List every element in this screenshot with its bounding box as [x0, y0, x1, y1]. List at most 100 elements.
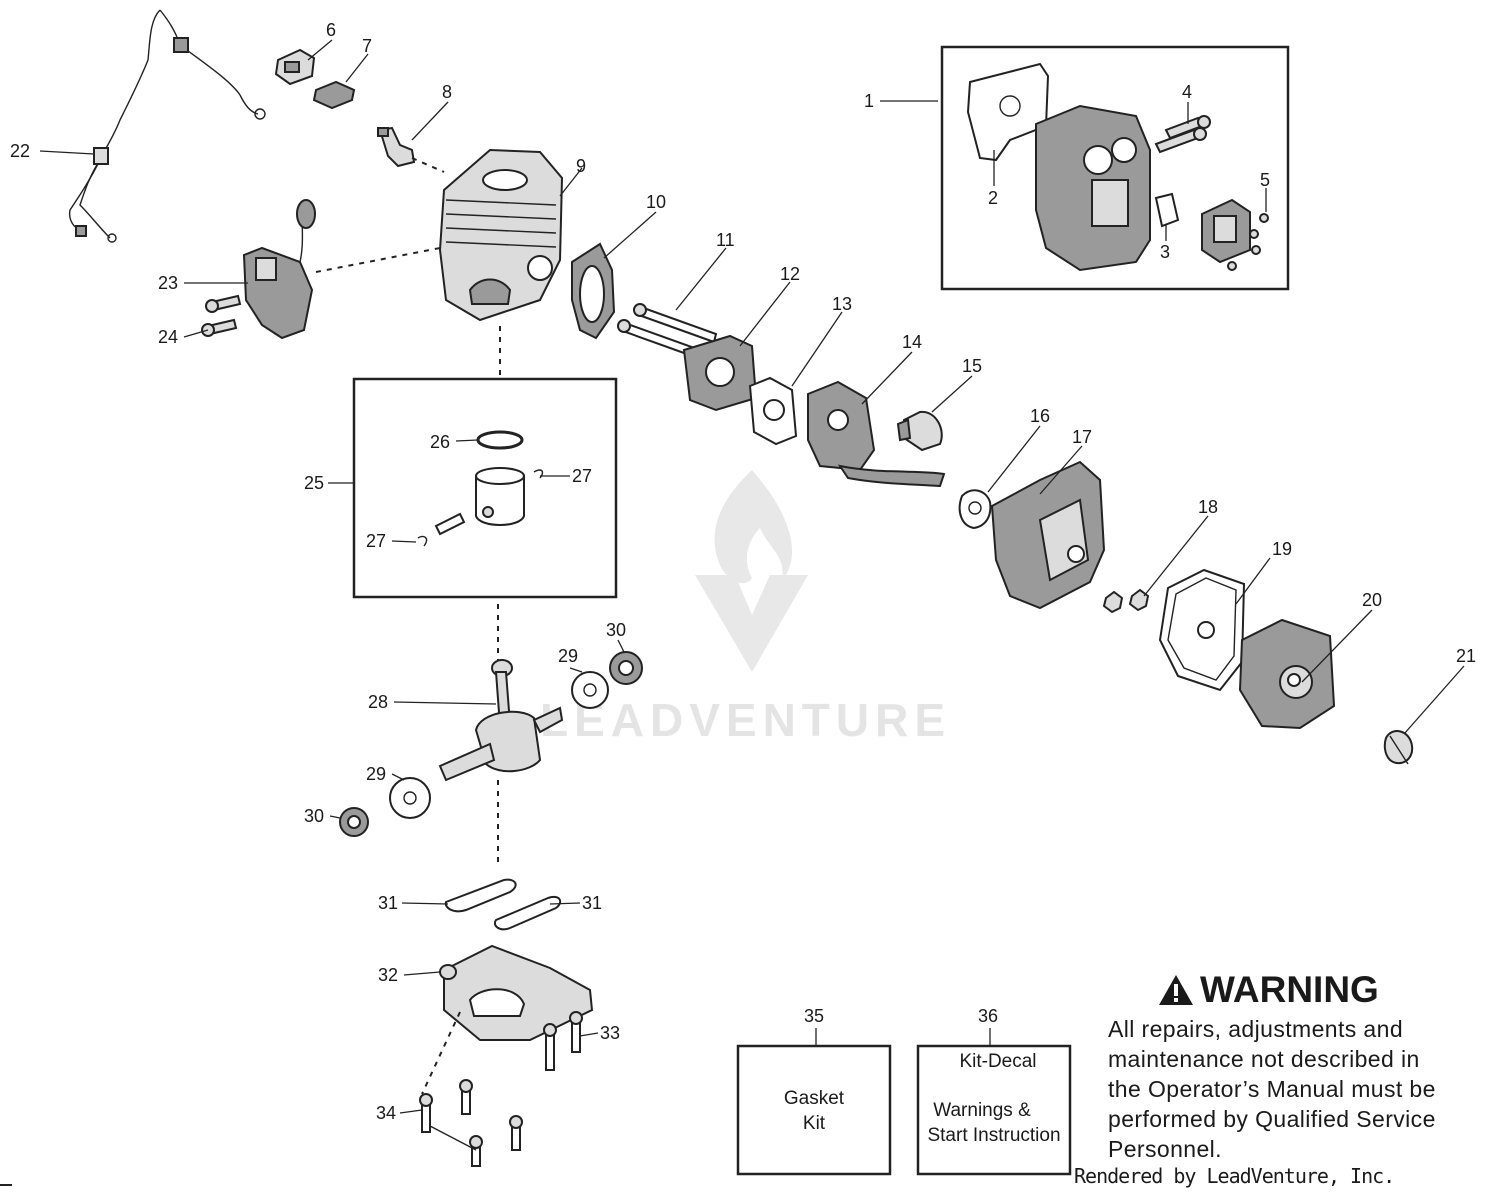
part-6-cap: [274, 48, 316, 86]
part-20-filter-cover: [1238, 618, 1336, 730]
callout-31b: 31: [582, 893, 602, 913]
part-8-spark-plug: [377, 126, 416, 168]
part-32-crankcase: [439, 944, 594, 1041]
part-27-clip-b: [417, 535, 428, 547]
part-23-ignition-coil: [242, 199, 316, 340]
callout-35: 35: [804, 1006, 824, 1026]
callout-18: 18: [1198, 497, 1218, 517]
part-15-primer-bulb: [896, 410, 943, 452]
piston: [475, 467, 525, 526]
decal-kit-line-1: Kit-Decal: [959, 1051, 1036, 1072]
wiring-harness: [68, 9, 266, 243]
callout-8: 8: [442, 82, 452, 102]
callout-22: 22: [10, 141, 30, 161]
callout-26: 26: [430, 432, 450, 452]
part-27-clip-a: [533, 469, 544, 479]
part-11-bolts: [617, 303, 718, 360]
part-14-carburetor: [807, 380, 946, 488]
decal-kit-line-2: Warnings &: [933, 1100, 1031, 1121]
watermark-text: LEADVENTURE: [540, 694, 951, 746]
part-4-bolts: [1154, 115, 1211, 154]
part-28-crankshaft: [438, 659, 564, 782]
callout-27b: 27: [366, 531, 386, 551]
callout-29a: 29: [558, 646, 578, 666]
piston-kit-box: [352, 377, 618, 599]
part-26-piston-ring: [476, 430, 524, 450]
part-9-cylinder: [438, 148, 564, 322]
part-29-bearing-lower: [389, 777, 431, 819]
warning-triangle-icon: [1159, 975, 1193, 1005]
part-30-seal-lower: [339, 807, 369, 837]
part-2-muffler-gasket: [966, 62, 1050, 162]
callout-30a: 30: [606, 620, 626, 640]
leader-lines: [39, 39, 1465, 1114]
edge-mark: [0, 1184, 12, 1186]
callout-27a: 27: [572, 466, 592, 486]
part-31-gasket-left: [444, 878, 517, 913]
part-29-bearing-upper: [571, 671, 609, 709]
callout-23: 23: [158, 273, 178, 293]
callout-labels: 1 2 3 4 5 6 7 8 9 10 11 12 13 14 15 16 1…: [10, 20, 1476, 1123]
decal-kit-box: [916, 1044, 1072, 1176]
callout-20: 20: [1362, 590, 1382, 610]
callout-9: 9: [576, 156, 586, 176]
callout-25: 25: [304, 473, 324, 493]
part-muffler: [1035, 104, 1151, 272]
callout-4: 4: [1182, 82, 1192, 102]
part-3-gasket: [1154, 192, 1180, 228]
callout-13: 13: [832, 294, 852, 314]
callout-30b: 30: [304, 806, 324, 826]
callout-21: 21: [1456, 646, 1476, 666]
part-19-air-filter: [1158, 568, 1246, 692]
part-17-air-box: [990, 460, 1106, 610]
piston-pin: [434, 512, 466, 536]
muffler-kit-box: [940, 45, 1290, 291]
callout-29b: 29: [366, 764, 386, 784]
part-10-intake-boot: [571, 242, 616, 340]
part-7-pad: [312, 80, 356, 110]
callout-3: 3: [1160, 242, 1170, 262]
part-33-screws: [543, 1011, 583, 1071]
callout-33: 33: [600, 1023, 620, 1043]
callout-19: 19: [1272, 539, 1292, 559]
callout-11: 11: [716, 230, 735, 250]
part-5-cover-plate: [1201, 198, 1269, 271]
assembly-lines: [315, 157, 501, 1151]
callout-2: 2: [988, 188, 998, 208]
part-30-seal-upper: [609, 651, 643, 685]
part-18-nuts: [1102, 588, 1150, 614]
part-24-screws: [201, 294, 242, 337]
warning-heading-text: WARNING: [1200, 969, 1379, 1010]
part-31-gasket-right: [494, 896, 562, 931]
callout-1: 1: [864, 91, 874, 111]
decal-kit-line-3: Start Instruction: [927, 1125, 1060, 1146]
warning-body-text: All repairs, adjustments and maintenance…: [1108, 1016, 1436, 1162]
callout-28: 28: [368, 692, 388, 712]
callout-12: 12: [780, 264, 800, 284]
part-13-gasket: [748, 376, 798, 446]
part-34-screws: [419, 1079, 523, 1167]
watermark: LEADVENTURE: [540, 470, 951, 746]
flame-logo-icon: [695, 470, 808, 672]
gasket-kit-line-1: Gasket: [784, 1088, 845, 1109]
callout-16: 16: [1030, 406, 1050, 426]
part-21-knob: [1383, 730, 1414, 765]
callout-17: 17: [1072, 427, 1092, 447]
gasket-kit-line-2: Kit: [803, 1113, 826, 1134]
callout-15: 15: [962, 356, 982, 376]
warning-notice: WARNING All repairs, adjustments and mai…: [1108, 970, 1500, 1164]
part-16-gasket: [958, 489, 992, 530]
callout-24: 24: [158, 327, 178, 347]
callout-32: 32: [378, 965, 398, 985]
callout-34: 34: [376, 1103, 396, 1123]
callout-10: 10: [646, 192, 666, 212]
rendered-by-credit: Rendered by LeadVenture, Inc.: [1074, 1164, 1395, 1188]
callout-14: 14: [902, 332, 922, 352]
warning-heading: WARNING: [1158, 970, 1500, 1010]
gasket-kit-box: [736, 1044, 892, 1176]
part-12-carb-adapter: [682, 334, 758, 412]
callout-31a: 31: [378, 893, 398, 913]
callout-5: 5: [1260, 170, 1270, 190]
callout-7: 7: [362, 36, 372, 56]
